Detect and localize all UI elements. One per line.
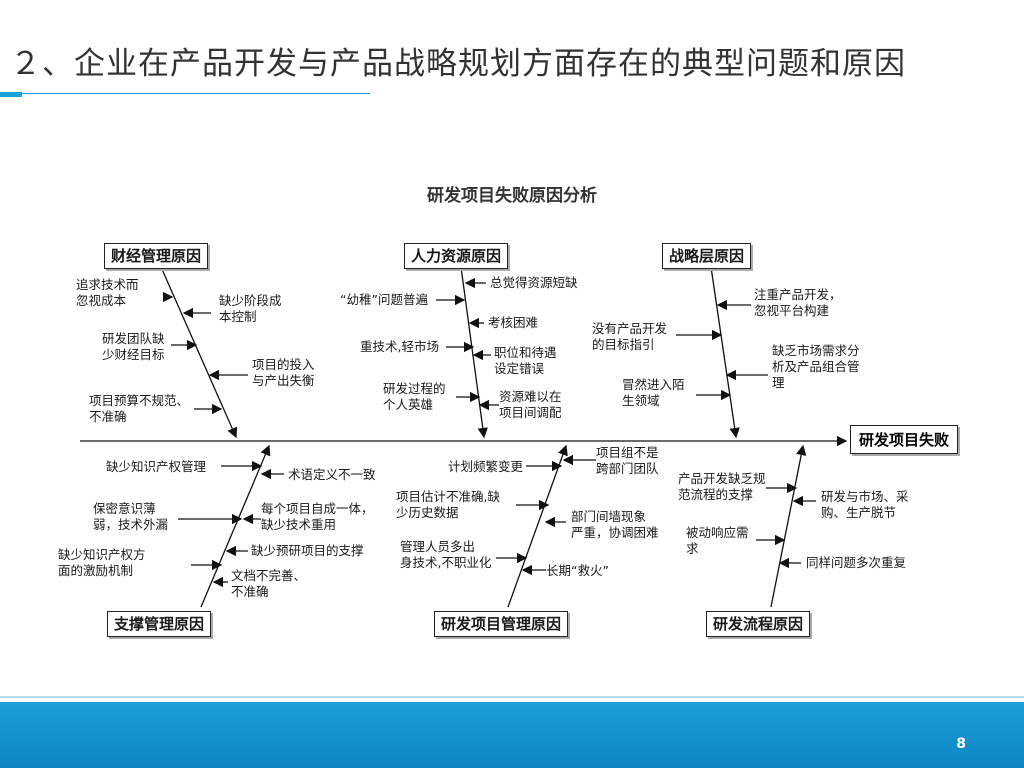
cause-label: 被动响应需 求 (686, 525, 749, 556)
bone-hr (460, 266, 488, 439)
bone-support (200, 444, 271, 608)
fishbone-lines (80, 266, 848, 608)
cause-label: 每个项目自成一体， 缺少技术重用 (261, 501, 374, 532)
cause-label: 考核困难 (488, 315, 539, 330)
cause-label: 计划频繁变更 (448, 459, 524, 474)
cause-label: 保密意识薄 弱，技术外漏 (93, 501, 169, 532)
cause-label: 缺少预研项目的支撑 (251, 543, 364, 558)
cause-label: 同样问题多次重复 (806, 555, 907, 570)
category-finance: 财经管理原因 (104, 243, 209, 269)
category-process: 研发流程原因 (706, 611, 811, 637)
cause-label: 产品开发缺乏规 范流程的支撑 (678, 471, 766, 502)
cause-label: 研发过程的 个人英雄 (383, 381, 446, 412)
cause-label: 缺少阶段成 本控制 (219, 293, 282, 324)
cause-label: 项目估计不准确,缺 少历史数据 (396, 489, 500, 520)
cause-label: 项目的投入 与产出失衡 (252, 357, 315, 388)
cause-label: 长期“救火” (546, 563, 609, 578)
page-number: 8 (956, 736, 966, 752)
footer-divider (0, 696, 1024, 698)
cause-label: 部门间墙现象 严重，协调困难 (571, 509, 659, 540)
effect-box: 研发项目失败 (850, 425, 959, 454)
cause-label: 研发团队缺 少财经目标 (102, 331, 165, 362)
title-underline (22, 93, 370, 94)
cause-label: 文档不完善、 不准确 (231, 568, 307, 599)
cause-label: 没有产品开发 的目标指引 (592, 321, 668, 352)
cause-label: 冒然进入陌 生领域 (622, 377, 685, 408)
cause-label: 追求技术而 忽视成本 (76, 277, 139, 308)
category-support: 支撑管理原因 (107, 611, 212, 637)
cause-label: 研发与市场、采 购、生产脱节 (821, 489, 909, 520)
cause-label: 术语定义不一致 (288, 467, 376, 482)
category-strategy: 战略层原因 (662, 243, 752, 269)
cause-label: 资源难以在 项目间调配 (499, 389, 562, 420)
cause-label: 重技术,轻市场 (360, 339, 439, 354)
bone-process (770, 444, 807, 608)
cause-label: “幼稚”问题普遍 (340, 292, 428, 307)
cause-label: 项目组不是 跨部门团队 (596, 445, 659, 476)
bone-strategy (710, 266, 740, 439)
diagram-title: 研发项目失败原因分析 (427, 186, 597, 206)
cause-label: 项目预算不规范、 不准确 (89, 393, 190, 424)
bone-finance (160, 266, 238, 439)
cause-label: 职位和待遇 设定错误 (494, 345, 557, 376)
category-rdpm: 研发项目管理原因 (434, 611, 569, 637)
fishbone-diagram: 研发项目失败原因分析 (56, 165, 968, 642)
cause-label: 管理人员多出 身技术,不职业化 (400, 539, 492, 570)
title-accent-bar (0, 92, 22, 97)
slide-title: ２、企业在产品开发与产品战略规划方面存在的典型问题和原因 (10, 46, 906, 82)
footer-band (0, 702, 1024, 768)
cause-label: 缺乏市场需求分 析及产品组合管 理 (772, 343, 860, 390)
bone-rdpm (507, 444, 568, 608)
cause-label: 注重产品开发， 忽视平台构建 (754, 287, 842, 318)
cause-label: 缺少知识产权方 面的激励机制 (58, 547, 146, 578)
cause-label: 总觉得资源短缺 (490, 275, 578, 290)
category-hr: 人力资源原因 (404, 243, 509, 269)
cause-label: 缺少知识产权管理 (106, 459, 207, 474)
